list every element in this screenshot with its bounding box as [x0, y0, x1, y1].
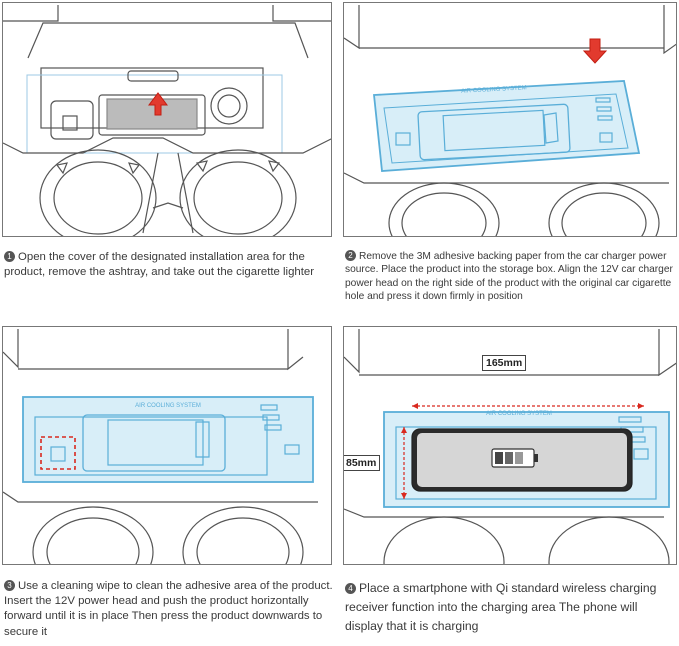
charger-product	[373, 80, 641, 172]
step-number-badge: 2	[345, 250, 356, 261]
step-text: Open the cover of the designated install…	[4, 251, 315, 279]
adhesive-area-highlight	[40, 436, 76, 470]
step-4-illustration: AIR COOLING SYSTEM 165mm 85mm	[343, 326, 677, 565]
product-label: AIR COOLING SYSTEM	[461, 85, 527, 94]
step-text: Use a cleaning wipe to clean the adhesiv…	[4, 580, 333, 638]
product-label: AIR COOLING SYSTEM	[486, 411, 552, 417]
charger-product	[22, 396, 314, 483]
power-port-icon	[62, 115, 78, 131]
step-text: Place a smartphone with Qi standard wire…	[345, 581, 657, 633]
step-2-illustration: AIR COOLING SYSTEM	[343, 2, 677, 237]
product-label: AIR COOLING SYSTEM	[135, 403, 201, 409]
down-arrow-icon	[582, 38, 608, 64]
smartphone	[411, 428, 633, 492]
step-3-illustration: AIR COOLING SYSTEM	[2, 326, 332, 565]
step-number-badge: 4	[345, 583, 356, 594]
step-number-badge: 1	[4, 251, 15, 262]
up-arrow-icon	[148, 92, 168, 116]
step-1-illustration	[2, 2, 332, 237]
height-dimension-label: 85mm	[344, 455, 381, 471]
width-dimension-label: 165mm	[482, 355, 527, 371]
step-number-badge: 3	[4, 580, 15, 591]
step-text: Remove the 3M adhesive backing paper fro…	[345, 251, 673, 303]
cigarette-lighter	[217, 94, 241, 118]
